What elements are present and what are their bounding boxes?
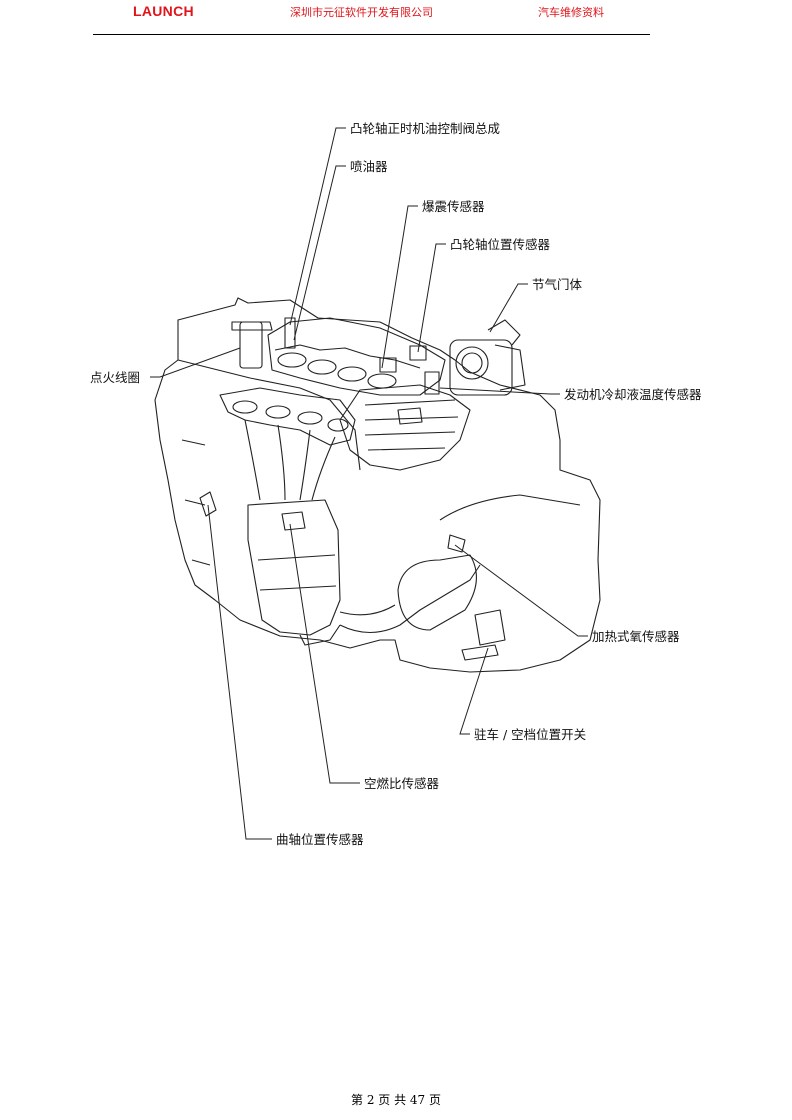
label-knock-sensor: 爆震传感器 bbox=[422, 199, 485, 214]
header-rule bbox=[93, 34, 650, 35]
leader-lines bbox=[150, 127, 588, 840]
document-category: 汽车维修资料 bbox=[538, 6, 604, 19]
label-heated-o2-sensor: 加热式氧传感器 bbox=[592, 629, 680, 644]
label-crank-position-sensor: 曲轴位置传感器 bbox=[276, 832, 364, 847]
label-camshaft-timing-valve: 凸轮轴正时机油控制阀总成 bbox=[350, 121, 500, 136]
page-number: 第 2 页 共 47 页 bbox=[351, 1093, 441, 1107]
label-ignition-coil: 点火线圈 bbox=[90, 370, 140, 385]
callout-labels: 凸轮轴正时机油控制阀总成 喷油器 爆震传感器 凸轮轴位置传感器 节气门体 点火线… bbox=[90, 121, 702, 847]
engine-sensor-diagram: 凸轮轴正时机油控制阀总成 喷油器 爆震传感器 凸轮轴位置传感器 节气门体 点火线… bbox=[90, 121, 702, 847]
label-af-ratio-sensor: 空燃比传感器 bbox=[364, 776, 440, 791]
company-name: 深圳市元征软件开发有限公司 bbox=[290, 6, 433, 19]
label-park-neutral-switch: 驻车 / 空档位置开关 bbox=[474, 727, 586, 742]
label-coolant-temp-sensor: 发动机冷却液温度传感器 bbox=[564, 387, 702, 402]
label-injector: 喷油器 bbox=[350, 159, 388, 174]
launch-logo: LAUNCH bbox=[133, 3, 194, 19]
label-throttle-body: 节气门体 bbox=[532, 277, 583, 292]
engine-drawing bbox=[154, 297, 601, 673]
label-cam-position-sensor: 凸轮轴位置传感器 bbox=[450, 237, 551, 252]
